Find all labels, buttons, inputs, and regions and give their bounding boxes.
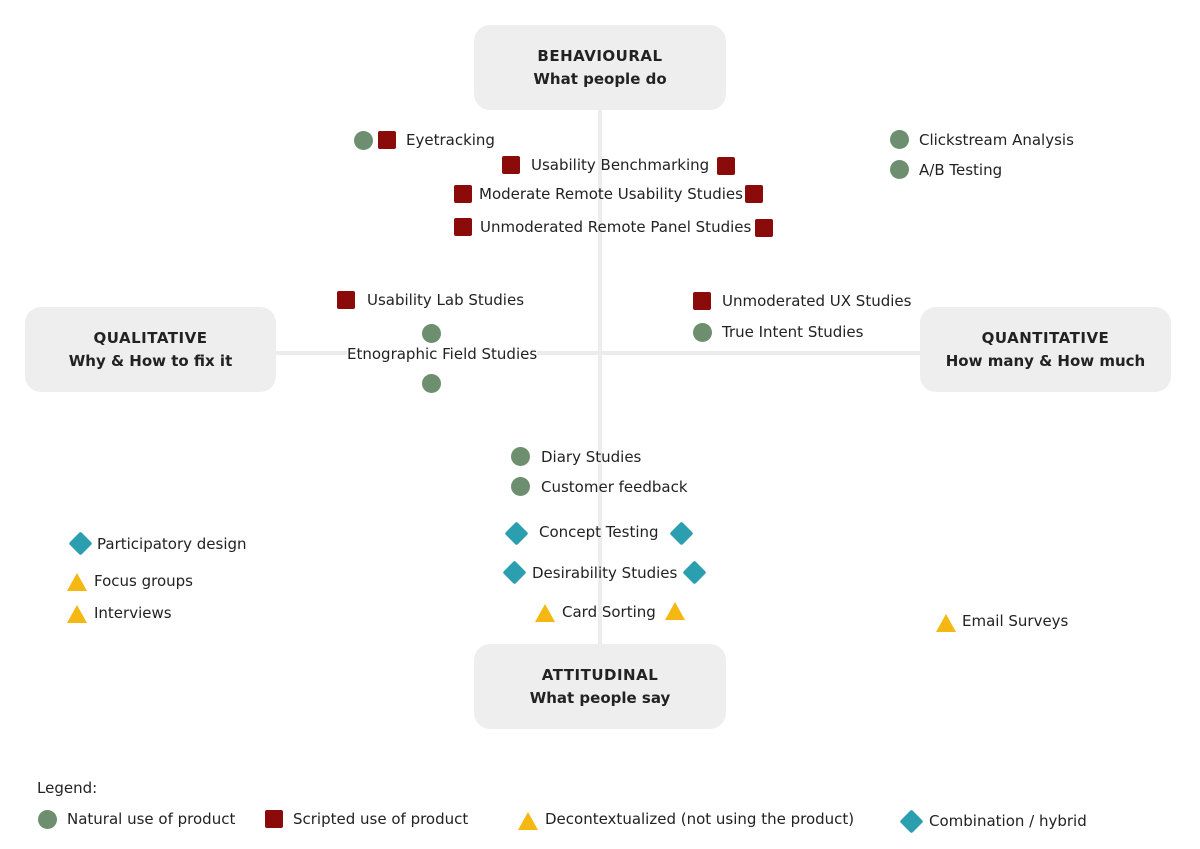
legend-scripted-square-icon [265,810,283,828]
natural-circle-icon [422,324,441,343]
decontextualized-triangle-icon [665,602,685,620]
hybrid-diamond-icon [68,531,93,556]
method-ab-testing: A/B Testing [919,161,1003,179]
method-unmoderated-ux-studies: Unmoderated UX Studies [722,292,912,310]
qualitative-quantitative-axis [276,351,920,355]
natural-circle-icon [693,323,712,342]
method-clickstream-analysis: Clickstream Analysis [919,131,1074,149]
quantitative-title: QUANTITATIVE [981,328,1110,347]
method-unmoderated-remote-panel-studies: Unmoderated Remote Panel Studies [480,218,752,236]
natural-circle-icon [890,130,909,149]
scripted-square-icon [693,292,711,310]
scripted-square-icon [454,185,472,203]
method-moderate-remote-usability-studies: Moderate Remote Usability Studies [479,185,743,203]
hybrid-diamond-icon [504,521,529,546]
scripted-square-icon [454,218,472,236]
method-diary-studies: Diary Studies [541,448,642,466]
scripted-square-icon [502,156,520,174]
hybrid-diamond-icon [682,560,707,585]
method-interviews: Interviews [94,604,172,622]
legend-decontextualized-label: Decontextualized (not using the product) [545,810,855,828]
natural-circle-icon [354,131,373,150]
method-participatory-design: Participatory design [97,535,247,553]
legend-natural-label: Natural use of product [67,810,236,828]
qualitative-box: QUALITATIVE Why & How to fix it [25,307,276,392]
behavioural-box: BEHAVIOURAL What people do [474,25,726,110]
method-card-sorting: Card Sorting [562,603,656,621]
method-concept-testing: Concept Testing [539,523,659,541]
behavioural-title: BEHAVIOURAL [537,46,663,65]
scripted-square-icon [717,157,735,175]
attitudinal-title: ATTITUDINAL [541,665,659,684]
method-usability-benchmarking: Usability Benchmarking [531,156,710,174]
hybrid-diamond-icon [669,521,694,546]
behavioural-attitudinal-axis [598,110,602,646]
quantitative-subtitle: How many & How much [945,351,1146,370]
legend-decontextualized-triangle-icon [518,812,538,830]
natural-circle-icon [890,160,909,179]
method-email-surveys: Email Surveys [962,612,1069,630]
method-eyetracking: Eyetracking [406,131,495,149]
natural-circle-icon [511,477,530,496]
decontextualized-triangle-icon [67,605,87,623]
scripted-square-icon [337,291,355,309]
scripted-square-icon [378,131,396,149]
quantitative-box: QUANTITATIVE How many & How much [920,307,1171,392]
decontextualized-triangle-icon [936,614,956,632]
method-usability-lab-studies: Usability Lab Studies [367,291,525,309]
qualitative-subtitle: Why & How to fix it [68,351,233,370]
decontextualized-triangle-icon [67,573,87,591]
hybrid-diamond-icon [502,560,527,585]
legend-title: Legend: [37,779,98,797]
method-etnographic-field-studies: Etnographic Field Studies [347,344,538,364]
decontextualized-triangle-icon [535,604,555,622]
behavioural-subtitle: What people do [533,69,667,88]
natural-circle-icon [422,374,441,393]
scripted-square-icon [745,185,763,203]
method-true-intent-studies: True Intent Studies [722,323,864,341]
qualitative-title: QUALITATIVE [93,328,208,347]
method-customer-feedback: Customer feedback [541,478,688,496]
natural-circle-icon [511,447,530,466]
legend-natural-circle-icon [38,810,57,829]
legend-hybrid-label: Combination / hybrid [929,812,1087,830]
legend-scripted-label: Scripted use of product [293,810,469,828]
scripted-square-icon [755,219,773,237]
attitudinal-box: ATTITUDINAL What people say [474,644,726,729]
attitudinal-subtitle: What people say [529,688,671,707]
legend-hybrid-diamond-icon [899,809,924,834]
method-focus-groups: Focus groups [94,572,193,590]
method-desirability-studies: Desirability Studies [532,564,678,582]
